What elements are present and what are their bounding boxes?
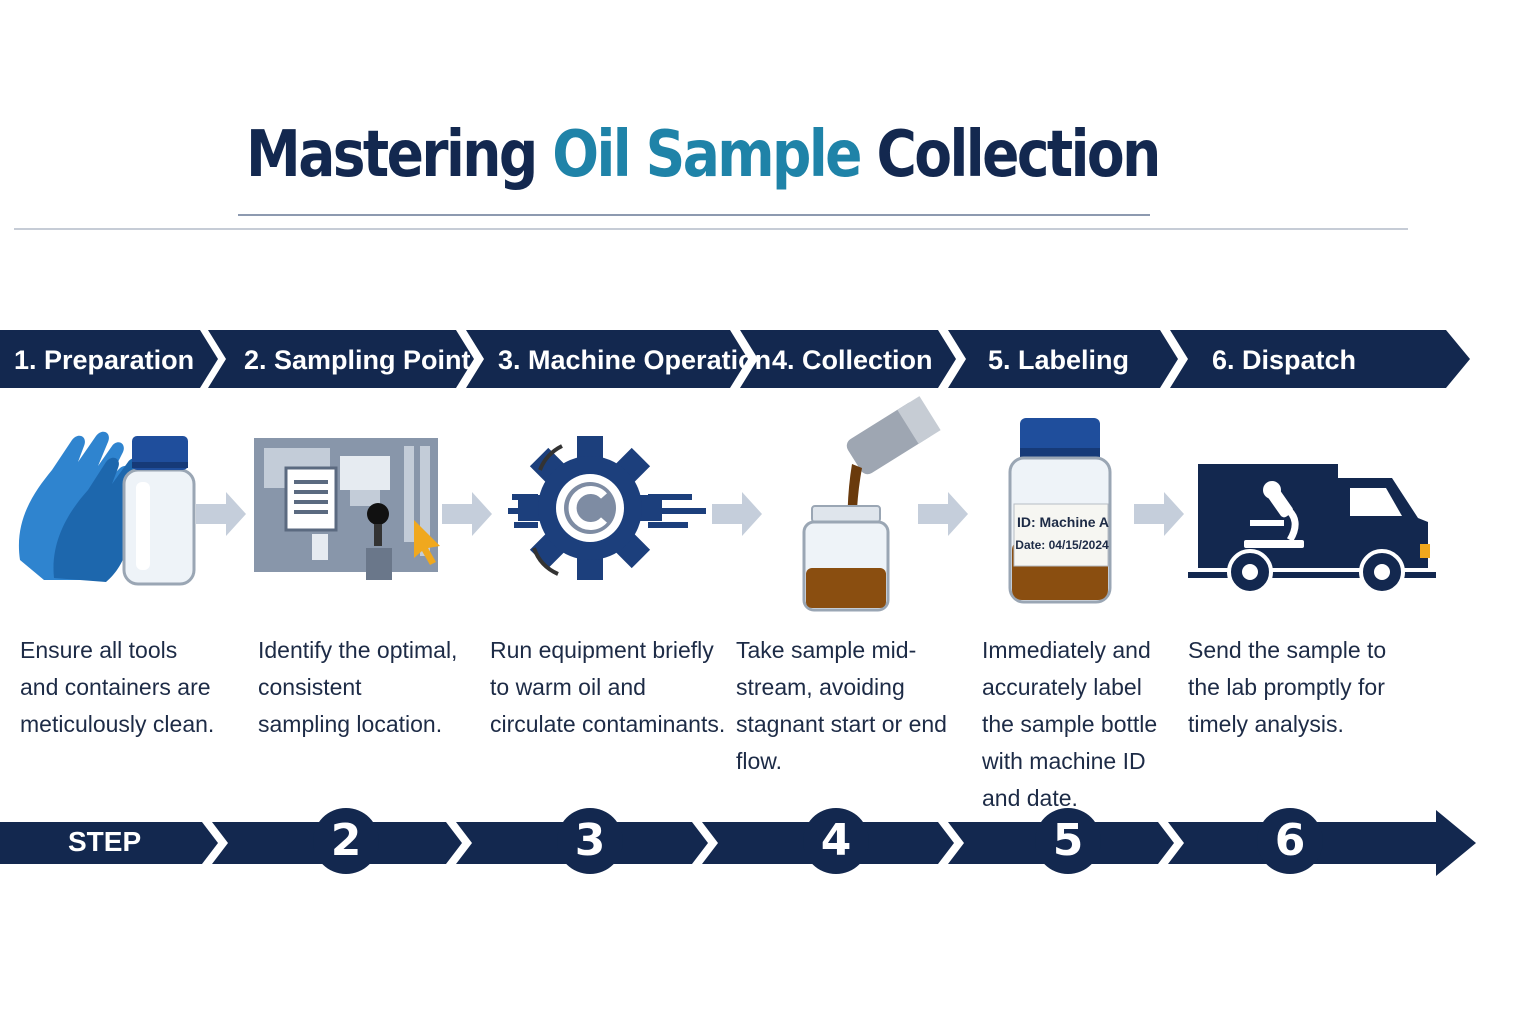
title-underline — [238, 214, 1150, 216]
gear-icon — [508, 436, 706, 580]
step-number-6: 6 — [1257, 808, 1323, 874]
divider-line — [14, 228, 1408, 230]
delivery-truck-icon — [1188, 464, 1436, 595]
step-number-2: 2 — [313, 808, 379, 874]
flow-arrow-icon — [1134, 492, 1184, 536]
step-4-description: Take sample mid-stream, avoiding stagnan… — [736, 637, 947, 774]
sampling-point-diagram-icon — [254, 438, 440, 580]
step-number-5: 5 — [1035, 808, 1101, 874]
flow-arrow-icon — [442, 492, 492, 536]
bottle-label-date: Date: 04/15/2024 — [1015, 538, 1109, 552]
gloves-and-bottle-icon — [18, 431, 196, 586]
step-2-header: 2. Sampling Point — [244, 345, 471, 375]
flow-arrow-icon — [712, 492, 762, 536]
bottle-label-id: ID: Machine A — [1017, 514, 1110, 530]
step-3-header: 3. Machine Operation — [498, 345, 772, 375]
step-2-description: Identify the optimal, consistent samplin… — [258, 637, 458, 737]
step-5-header: 5. Labeling — [988, 345, 1130, 375]
microscope-icon — [1244, 481, 1304, 548]
step-number-4: 4 — [803, 808, 869, 874]
flow-arrow-icon — [196, 492, 246, 536]
labeled-bottle-icon — [1008, 418, 1112, 604]
pouring-oil-icon — [802, 396, 941, 612]
step-number-3: 3 — [557, 808, 623, 874]
step-1-header: 1. Preparation — [14, 345, 195, 375]
step-6-description: Send the sample to the lab promptly for … — [1188, 637, 1387, 737]
title-accent: Oil Sample — [552, 118, 862, 192]
step-4-header: 4. Collection — [772, 345, 933, 375]
flow-arrow-icon — [918, 492, 968, 536]
step-1-description: Ensure all tools and containers are meti… — [20, 637, 215, 737]
page-title: Mastering Oil Sample Collection — [246, 118, 1161, 192]
step-5-description: Immediately and accurately label the sam… — [982, 637, 1158, 811]
step-6-header: 6. Dispatch — [1212, 345, 1357, 375]
step-3-description: Run equipment briefly to warm oil and ci… — [490, 637, 726, 737]
step-word: STEP — [68, 826, 142, 857]
